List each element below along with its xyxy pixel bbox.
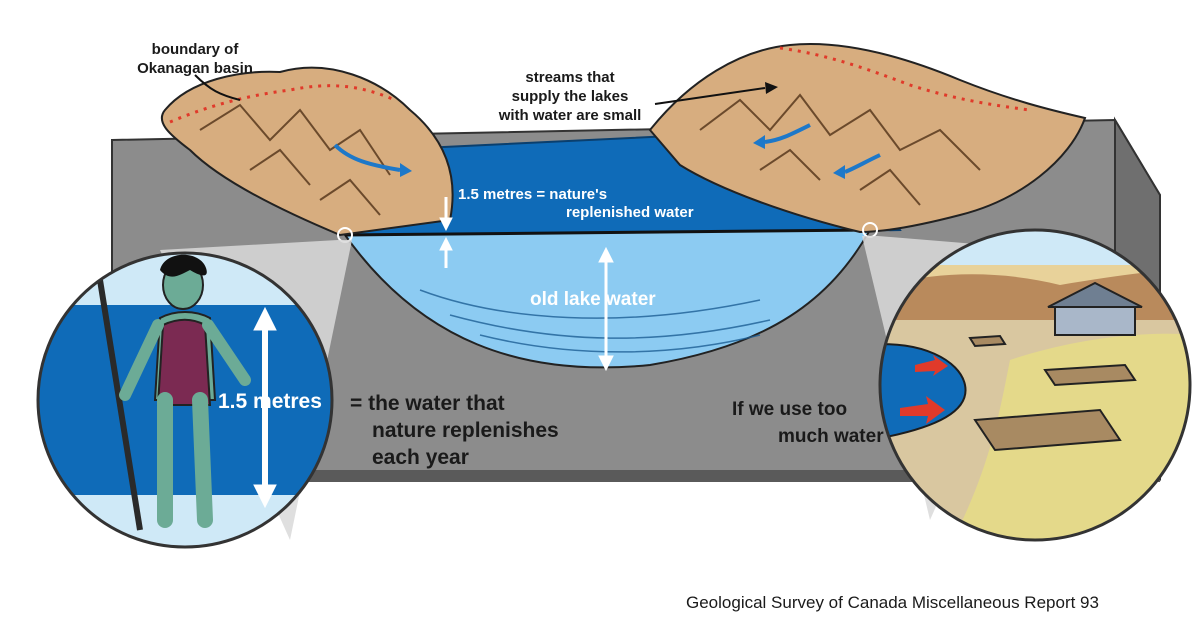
replenished-label-line1: 1.5 metres = nature's — [458, 186, 608, 203]
boundary-label: boundary of Okanagan basin — [110, 40, 280, 78]
stream-arrow-head — [400, 163, 412, 177]
streams-label: streams that supply the lakes with water… — [470, 68, 670, 125]
stream-arrow-right-1 — [764, 123, 811, 144]
person-text-line1: = the water that — [350, 392, 505, 415]
stream-arrow-head-right-1 — [753, 135, 765, 149]
boundary-label-line1: boundary of — [151, 41, 239, 58]
streams-pointer-head — [765, 82, 778, 94]
streams-pointer — [654, 87, 766, 105]
person-measure-label: 1.5 metres — [218, 390, 322, 413]
double-arrow-icon — [253, 306, 277, 509]
overuse-circle — [880, 230, 1190, 540]
overuse-line1: If we use too — [732, 399, 848, 420]
overuse-label: If we use too much water — [732, 396, 892, 450]
red-arrow-icon — [915, 355, 948, 376]
replenished-arrows — [439, 197, 453, 268]
measuring-stick-icon — [97, 279, 143, 531]
person-text-line3: each year — [372, 446, 469, 469]
block-bottom-edge — [112, 470, 1160, 482]
old-lake-label: old lake water — [530, 289, 656, 310]
left-mountain — [160, 66, 454, 237]
person-circle — [38, 253, 332, 547]
boundary-pointer — [194, 74, 241, 101]
old-lake-arrow — [598, 246, 614, 372]
dock-icon — [968, 334, 1137, 452]
house-icon — [1047, 281, 1143, 336]
person-circle-border — [36, 251, 334, 549]
right-mountain — [648, 43, 1087, 234]
left-boundary-dots — [169, 84, 396, 124]
right-mountain-ridges — [699, 93, 981, 206]
person-text-label: = the water that nature replenishes each… — [350, 390, 610, 471]
streams-label-line2: supply the lakes — [511, 88, 629, 105]
lake-level-line — [344, 228, 871, 237]
right-mountain-shape — [648, 43, 1087, 234]
person-figure-icon — [119, 254, 251, 528]
stream-arrow-head-right-2 — [833, 165, 845, 179]
stream-arrow — [333, 143, 401, 172]
replenished-label-line2: replenished water — [566, 204, 694, 221]
stream-arrow-right-2 — [844, 153, 881, 174]
depth-lines — [419, 289, 771, 353]
person-text-line2: nature replenishes — [372, 419, 559, 442]
red-arrow-icon-2 — [900, 396, 945, 424]
left-mountain-ridges — [199, 103, 391, 216]
overuse-line2: much water — [778, 426, 884, 447]
streams-label-line3: with water are small — [498, 107, 642, 124]
overuse-circle-border — [878, 228, 1192, 542]
streams-label-line1: streams that — [525, 69, 615, 86]
replenished-label: 1.5 metres = nature's replenished water — [458, 186, 738, 222]
credit-label: Geological Survey of Canada Miscellaneou… — [686, 593, 1099, 612]
boundary-label-line2: Okanagan basin — [137, 60, 253, 77]
right-boundary-dots — [779, 46, 1031, 112]
